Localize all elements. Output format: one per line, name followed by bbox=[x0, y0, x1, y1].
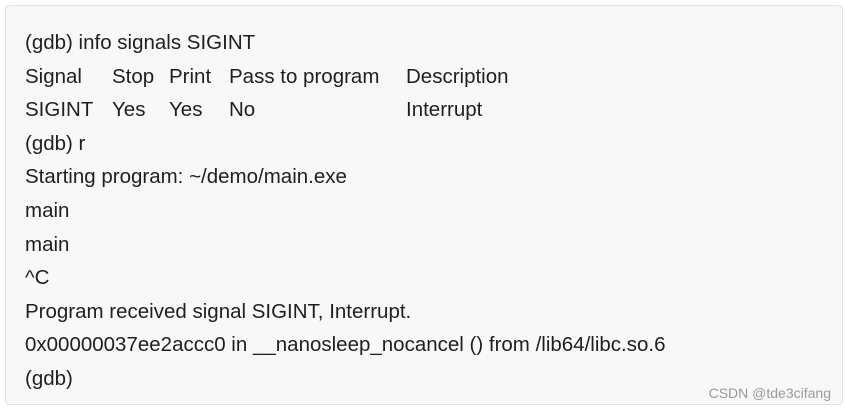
program-output-line: main bbox=[25, 232, 70, 256]
gdb-command-info-signals: (gdb) info signals SIGINT bbox=[25, 31, 256, 54]
interrupt-keystroke-line: ^C bbox=[25, 266, 50, 290]
gdb-command-run: (gdb) r bbox=[25, 131, 86, 155]
signal-table-row: SIGINT Yes Yes No Interrupt bbox=[25, 93, 842, 127]
signal-table-header: Signal Stop Print Pass to program Descri… bbox=[25, 60, 842, 94]
header-description: Description bbox=[406, 64, 509, 88]
starting-program-line: Starting program: ~/demo/main.exe bbox=[25, 165, 347, 189]
csdn-watermark: CSDN @tde3cifang bbox=[708, 385, 831, 401]
header-pass-to-program: Pass to program bbox=[229, 64, 380, 88]
signal-received-line: Program received signal SIGINT, Interrup… bbox=[25, 299, 412, 323]
cell-signal: SIGINT bbox=[25, 98, 94, 122]
cell-pass-to-program: No bbox=[229, 98, 256, 122]
header-stop: Stop bbox=[112, 64, 155, 88]
header-signal: Signal bbox=[25, 64, 82, 88]
header-print: Print bbox=[169, 64, 212, 88]
gdb-output-block: (gdb) info signals SIGINT Signal Stop Pr… bbox=[5, 5, 843, 405]
cell-stop: Yes bbox=[112, 98, 146, 122]
stack-frame-line: 0x00000037ee2accc0 in __nanosleep_nocanc… bbox=[25, 333, 666, 357]
cell-print: Yes bbox=[169, 98, 203, 122]
program-output-line: main bbox=[25, 198, 70, 222]
gdb-prompt-line: (gdb) bbox=[25, 366, 73, 390]
cell-description: Interrupt bbox=[406, 98, 483, 122]
